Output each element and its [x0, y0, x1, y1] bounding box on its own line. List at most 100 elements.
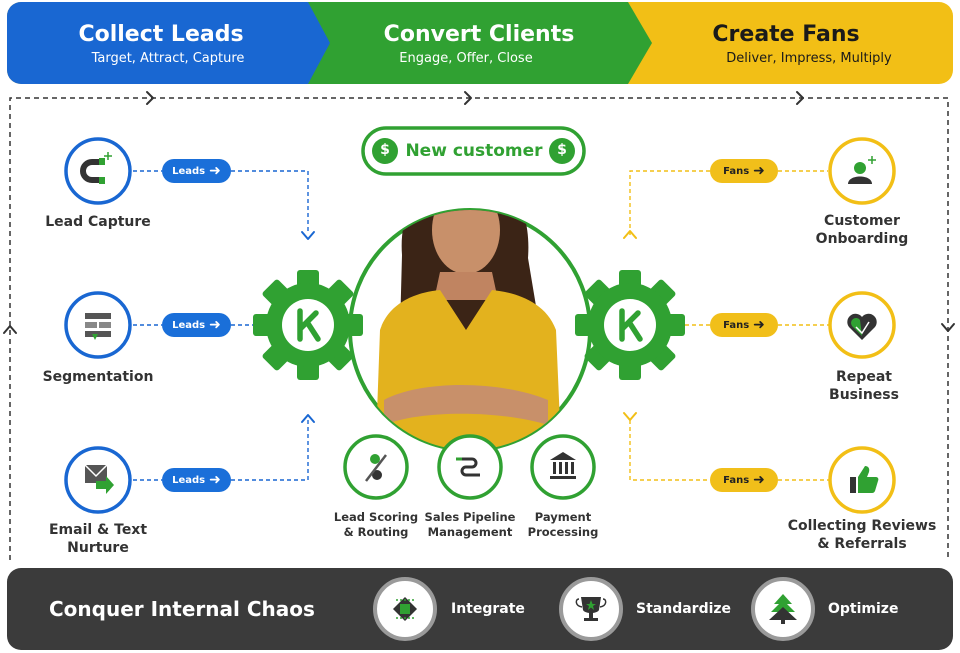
person-add-icon	[848, 156, 876, 184]
email-arrow-icon	[84, 464, 114, 494]
dollar-icon-left	[372, 138, 398, 164]
footer-standardize-label: Standardize	[636, 601, 732, 617]
repeat-business-label: Repeat Business	[829, 369, 899, 403]
outer-loop	[9, 97, 949, 560]
customer-portrait	[348, 208, 592, 452]
leads-pill-label: Leads	[172, 165, 206, 177]
connector-onboarding	[629, 170, 828, 235]
arrow-down-yellow	[623, 412, 637, 421]
banner-collect-leads-title: Collect Leads	[78, 22, 244, 47]
fans-pill-label: Fans	[723, 319, 750, 331]
loop-arrow-right-down	[941, 323, 955, 332]
thumbs-up-icon	[850, 466, 879, 493]
banner-collect-leads-subtitle: Target, Attract, Capture	[91, 51, 245, 66]
sales-pipeline-node	[437, 434, 503, 500]
arrow-up-yellow	[623, 230, 637, 239]
lead-scoring-node	[343, 434, 409, 500]
arrow-down-blue	[301, 231, 315, 240]
fan-connector-arrows	[623, 230, 637, 421]
integrate-node	[373, 577, 437, 641]
email-nurture-label: Email & Text Nurture	[48, 522, 148, 556]
dollar-sign-left: $	[380, 142, 390, 158]
arrow-right-icon: ➜	[753, 317, 765, 333]
fan-connectors	[629, 170, 830, 481]
banner-create-fans-subtitle: Deliver, Impress, Multiply	[726, 51, 892, 66]
email-nurture-node	[64, 446, 132, 514]
leads-pill-3: Leads➜	[162, 468, 231, 492]
connector-reviews	[629, 420, 830, 481]
loop-arrow-3	[796, 91, 804, 105]
arrow-right-icon: ➜	[209, 317, 221, 333]
footer-optimize-label: Optimize	[828, 601, 899, 617]
lead-capture-label: Lead Capture	[45, 214, 151, 230]
dollar-icon-right	[549, 138, 575, 164]
fans-pill-label: Fans	[723, 165, 750, 177]
heart-icon	[847, 313, 877, 340]
leads-pill-label: Leads	[172, 474, 206, 486]
trophy-icon	[575, 597, 607, 621]
segment-icon	[85, 313, 111, 340]
connector-email-nurture	[133, 420, 309, 481]
gear-left-icon	[253, 270, 363, 380]
banner-collect-leads-bg	[7, 2, 330, 84]
top-banner	[7, 2, 953, 84]
loop-arrow-left-up	[3, 325, 17, 334]
loop-arrow-2	[464, 91, 472, 105]
portrait-figure	[375, 210, 562, 450]
tree-icon	[769, 594, 797, 624]
banner-convert-clients-bg	[305, 2, 652, 84]
fans-pill-1: Fans➜	[710, 159, 778, 183]
reviews-node	[828, 446, 896, 514]
reviews-label: Collecting Reviews & Referrals	[787, 518, 937, 552]
convert-tool-nodes	[343, 434, 596, 500]
bank-icon	[550, 452, 576, 479]
new-customer-label: New customer	[405, 141, 543, 161]
banner-convert-clients-title: Convert Clients	[383, 22, 575, 47]
dollar-sign-right: $	[557, 142, 567, 158]
footer-title: Conquer Internal Chaos	[49, 597, 315, 621]
arrow-right-icon: ➜	[209, 472, 221, 488]
leads-pill-label: Leads	[172, 319, 206, 331]
magnet-icon	[80, 152, 112, 184]
lead-connectors	[133, 170, 309, 481]
fan-stage-nodes	[828, 137, 896, 514]
segmentation-label: Segmentation	[42, 369, 154, 385]
repeat-business-node	[828, 291, 896, 359]
outer-loop-arrows	[3, 91, 955, 334]
lead-stage-nodes	[64, 137, 132, 514]
onboarding-node	[828, 137, 896, 205]
arrow-right-icon: ➜	[209, 163, 221, 179]
sales-pipeline-label: Sales Pipeline Management	[424, 510, 516, 539]
outer-loop-path	[9, 97, 949, 560]
onboarding-label: Customer Onboarding	[815, 213, 909, 247]
badge-outline	[361, 126, 586, 176]
standardize-node	[559, 577, 623, 641]
fans-pill-label: Fans	[723, 474, 750, 486]
optimize-node	[751, 577, 815, 641]
leads-pill-1: Leads➜	[162, 159, 231, 183]
footer-icons	[373, 577, 815, 641]
fans-pill-2: Fans➜	[710, 313, 778, 337]
arrow-right-icon: ➜	[753, 472, 765, 488]
loop-arrow-1	[146, 91, 154, 105]
arrow-up-blue	[301, 414, 315, 423]
leads-pill-2: Leads➜	[162, 313, 231, 337]
payment-label: Payment Processing	[527, 510, 599, 539]
lead-scoring-label: Lead Scoring & Routing	[333, 510, 419, 539]
integrate-icon	[393, 597, 417, 621]
pipeline-icon	[456, 457, 480, 477]
segmentation-node	[64, 291, 132, 359]
new-customer-badge	[361, 126, 586, 176]
scoring-icon	[365, 454, 387, 482]
connector-lead-capture	[133, 170, 309, 232]
lead-capture-node	[64, 137, 132, 205]
arrow-right-icon: ➜	[753, 163, 765, 179]
footer-integrate-label: Integrate	[451, 601, 525, 617]
payment-node	[530, 434, 596, 500]
banner-convert-clients-subtitle: Engage, Offer, Close	[399, 51, 533, 66]
gear-right-icon	[575, 270, 685, 380]
lead-connector-arrows	[301, 231, 315, 423]
banner-create-fans-title: Create Fans	[712, 22, 860, 47]
